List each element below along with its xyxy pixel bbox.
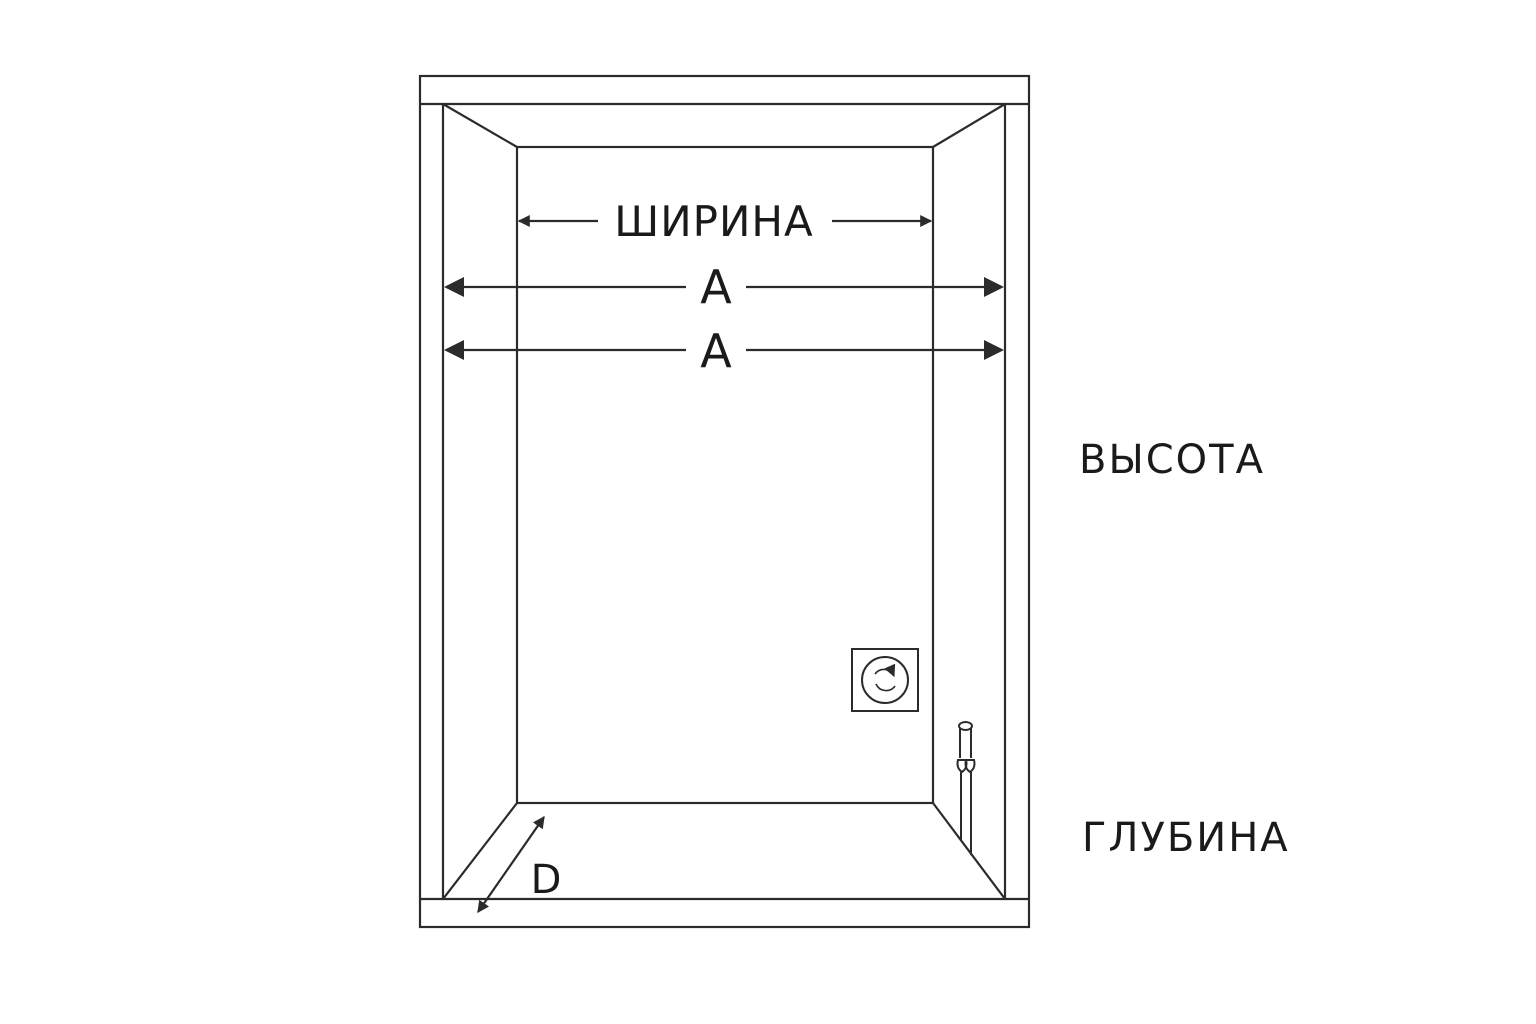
corner-line-top-left	[442, 103, 518, 148]
corner-line-bottom-left	[442, 802, 518, 900]
back-panel	[515, 145, 935, 805]
power-outlet-icon	[851, 648, 919, 712]
corner-line-bottom-right	[932, 802, 1006, 900]
corner-line-top-right	[932, 103, 1006, 148]
depth-arrow	[477, 816, 545, 913]
depth-letter-label: D	[531, 857, 562, 903]
water-pipe-icon	[956, 721, 976, 855]
cabinet-frame	[418, 74, 1031, 929]
depth-label: ГЛУБИНА	[1082, 815, 1290, 861]
dimension-a-lower-label: A	[700, 324, 732, 378]
height-label: ВЫСОТА	[1079, 437, 1265, 483]
width-label: ШИРИНА	[614, 197, 813, 246]
outer-frame	[418, 74, 1031, 929]
dimension-a-upper-label: A	[700, 260, 732, 314]
